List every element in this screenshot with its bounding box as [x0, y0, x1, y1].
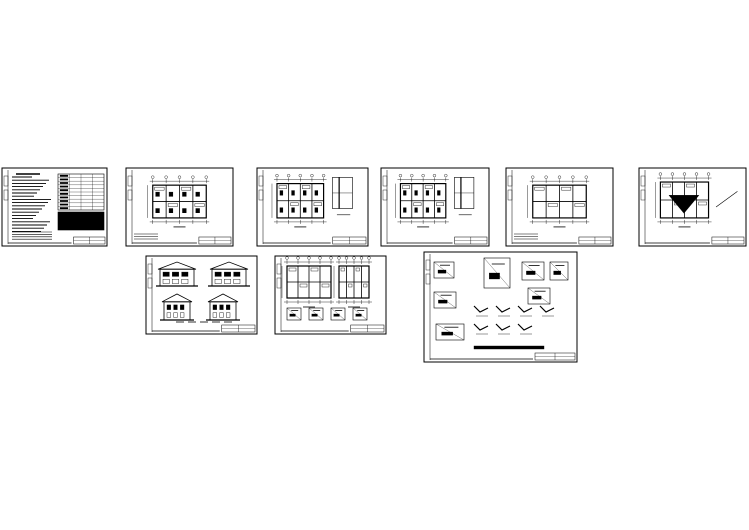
sheet-3-plan-detail: [256, 167, 369, 247]
sheet-5-plan: [505, 167, 614, 247]
sheet-2-plan: [125, 167, 234, 247]
sheet-6-roof-plan: [638, 167, 747, 247]
sheet-4-plan-detail: [380, 167, 490, 247]
sheet-8-sections: [274, 255, 387, 335]
sheet-7-elevations: [145, 255, 258, 335]
sheet-9-details: [423, 251, 578, 363]
sheet-1-notes: [1, 167, 108, 247]
